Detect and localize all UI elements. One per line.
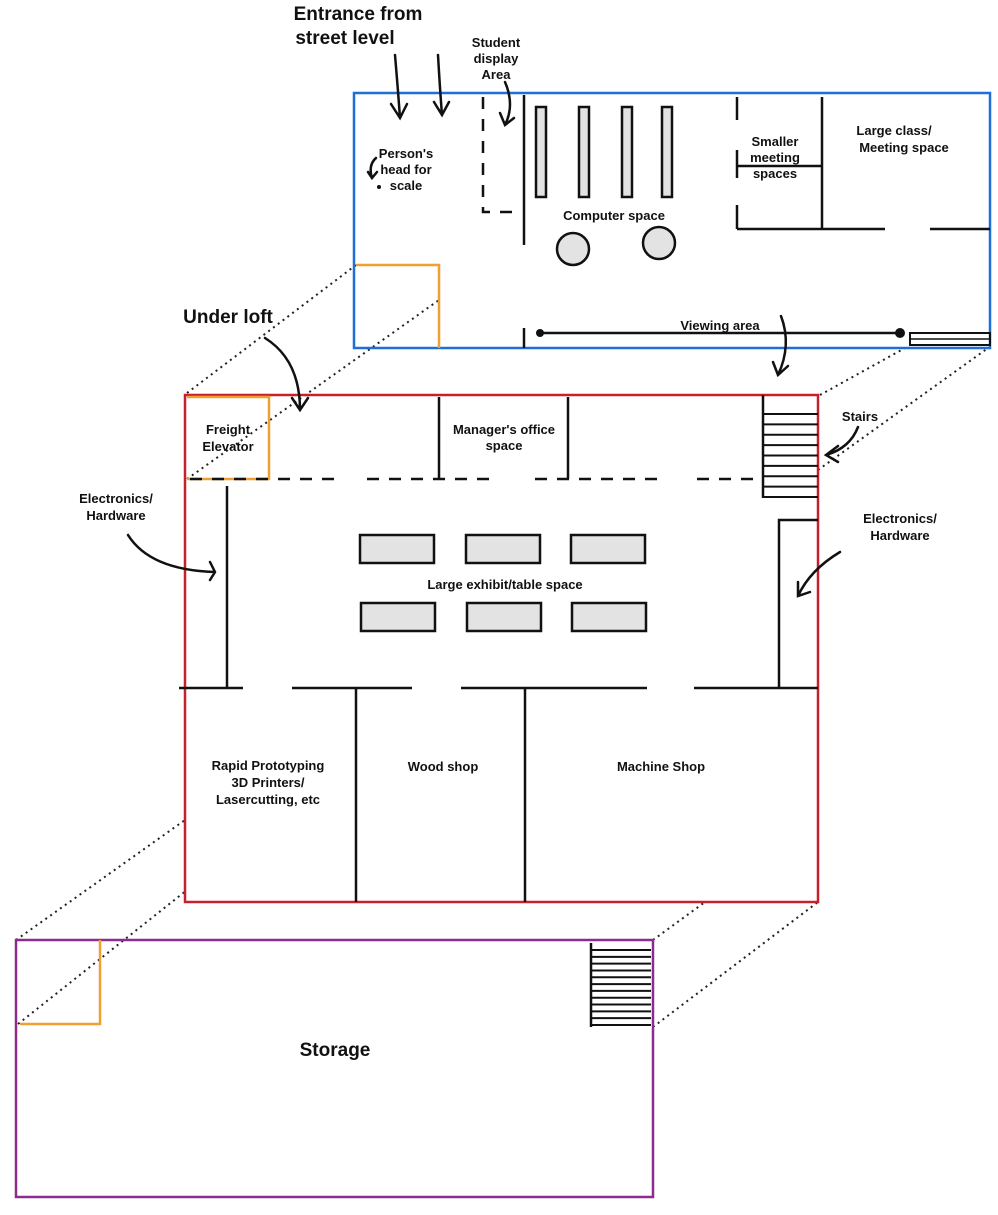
stairs-label: Stairs (842, 409, 878, 424)
entrance-arrow-icon (389, 53, 409, 121)
exhibit-table (465, 601, 543, 633)
student-display-arrow-icon (498, 80, 516, 127)
top-floor-outline (352, 91, 992, 350)
exhibit-table (358, 533, 436, 565)
basement: Storage (14, 938, 655, 1199)
person-scale-arrow-icon (366, 156, 379, 181)
computer-desk (620, 105, 634, 199)
exhibit-table (464, 533, 542, 565)
exhibit-table (359, 601, 437, 633)
projection-lines (15, 264, 989, 1028)
wood-shop-label: Wood shop (408, 759, 479, 774)
machine-shop-label: Machine Shop (617, 759, 705, 774)
under-loft-arrow-icon (263, 336, 310, 413)
storage-label: Storage (300, 1040, 371, 1061)
computer-space-label: Computer space (563, 208, 665, 223)
entrance-arrow-icon (432, 53, 451, 118)
computer-desk (660, 105, 674, 199)
student-display-boundary (481, 97, 520, 214)
electronics-right-label: Electronics/Hardware (863, 511, 937, 543)
exhibit-table (570, 601, 648, 633)
viewing-area-label: Viewing area (680, 318, 760, 333)
stairs-basement (589, 943, 651, 1027)
round-table (555, 231, 591, 267)
large-class-label: Large class/Meeting space (856, 123, 948, 155)
viewing-area-arrow-icon (771, 314, 790, 378)
exhibit-label: Large exhibit/table space (427, 577, 582, 592)
person-head-dot (377, 185, 381, 189)
elevator-shaft-basement (20, 940, 102, 1026)
stairs-arrow-icon (823, 425, 860, 464)
elevator-shaft-top (356, 263, 441, 348)
freight-elevator-shaft (187, 395, 271, 481)
main-floor-outline (183, 393, 820, 904)
stairs-main (761, 395, 818, 498)
basement-outline (14, 938, 655, 1199)
under-loft-label: Under loft (183, 307, 273, 328)
round-table (641, 225, 677, 261)
computer-desk (534, 105, 548, 199)
electronics-left-arrow-icon (126, 533, 217, 582)
electronics-left-label: Electronics/Hardware (79, 491, 153, 523)
exhibit-table (569, 533, 647, 565)
electronics-right-arrow-icon (796, 550, 842, 598)
computer-desk (577, 105, 591, 199)
